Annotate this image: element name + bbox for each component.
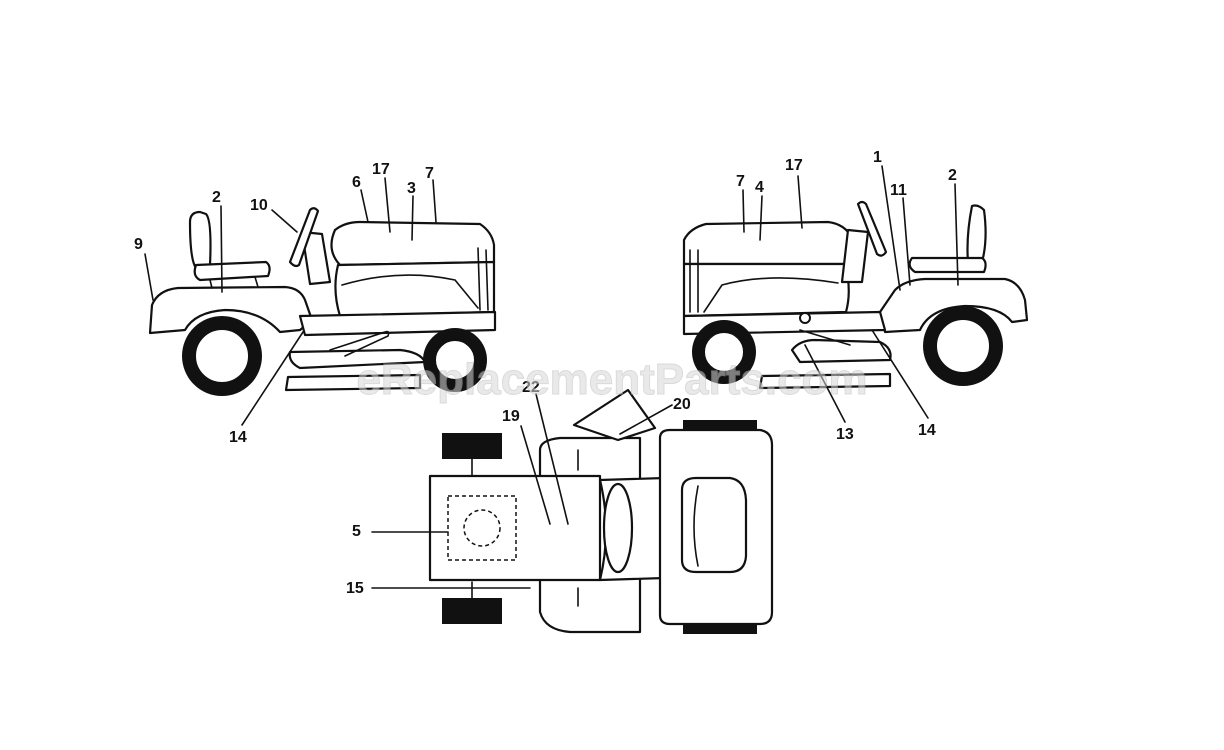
- deck-lower-right: [758, 372, 892, 390]
- callout-14-right: 14: [918, 422, 936, 439]
- front-hub: [434, 339, 476, 381]
- leader-lines-top: [371, 393, 673, 589]
- callout-20: 20: [673, 396, 691, 413]
- seat-top: [680, 476, 748, 574]
- steering-top: [602, 482, 634, 574]
- callout-10: 10: [250, 197, 268, 214]
- front-right-tire-top: [442, 598, 502, 624]
- hood-right: [682, 220, 854, 266]
- callout-14-left: 14: [229, 429, 247, 446]
- callout-15: 15: [346, 580, 364, 597]
- seat-cushion-right: [908, 256, 987, 274]
- engine-outline: [447, 495, 517, 561]
- steering-column-right: [840, 228, 870, 284]
- callout-17-right: 17: [785, 157, 803, 174]
- callout-5: 5: [352, 523, 361, 540]
- leader-lines-right: [742, 165, 959, 423]
- callout-22: 22: [522, 379, 540, 396]
- callout-6: 6: [352, 174, 361, 191]
- side-panel-right: [682, 262, 850, 318]
- watermark-text: eReplacementParts.com: [356, 355, 867, 404]
- steering-column: [300, 230, 332, 286]
- leader-lines-left: [144, 177, 437, 426]
- hood: [330, 220, 496, 267]
- seat-back: [188, 210, 212, 270]
- callout-2-right: 2: [948, 167, 957, 184]
- rear-right-tire-top: [683, 624, 757, 634]
- tractor-left-side-view: 2 9 10 6 17 3 7 14: [134, 161, 497, 446]
- engine-circle: [463, 509, 501, 547]
- deck-lower: [284, 373, 422, 392]
- rear-hub: [194, 328, 250, 384]
- callout-7-right: 7: [736, 173, 745, 190]
- rear-fender-right: [878, 277, 1029, 334]
- callout-17-left: 17: [372, 161, 390, 178]
- side-panel: [334, 260, 496, 318]
- rear-left-tire-top: [683, 420, 757, 430]
- steering-wheel-right: [856, 200, 888, 257]
- callout-13: 13: [836, 426, 854, 443]
- callout-7-left: 7: [425, 165, 434, 182]
- hood-top: [428, 474, 602, 582]
- callout-4: 4: [755, 179, 764, 196]
- discharge-chute: [572, 388, 657, 442]
- front-hub-right: [703, 331, 745, 373]
- seat-back-right: [966, 204, 987, 264]
- callout-11: 11: [890, 182, 907, 199]
- tractor-right-side-view: 7 4 17 1 11 2 13 14: [682, 149, 1029, 443]
- rear-hub-right: [935, 318, 991, 374]
- callout-1: 1: [873, 149, 882, 166]
- callout-2-left: 2: [212, 189, 221, 206]
- callout-9: 9: [134, 236, 143, 253]
- tractor-top-view: 22 19 20 5 15: [346, 379, 774, 634]
- steering-wheel: [288, 207, 320, 268]
- callout-3: 3: [407, 180, 416, 197]
- callout-19: 19: [502, 408, 520, 425]
- front-left-tire-top: [442, 433, 502, 459]
- seat-cushion: [193, 260, 271, 282]
